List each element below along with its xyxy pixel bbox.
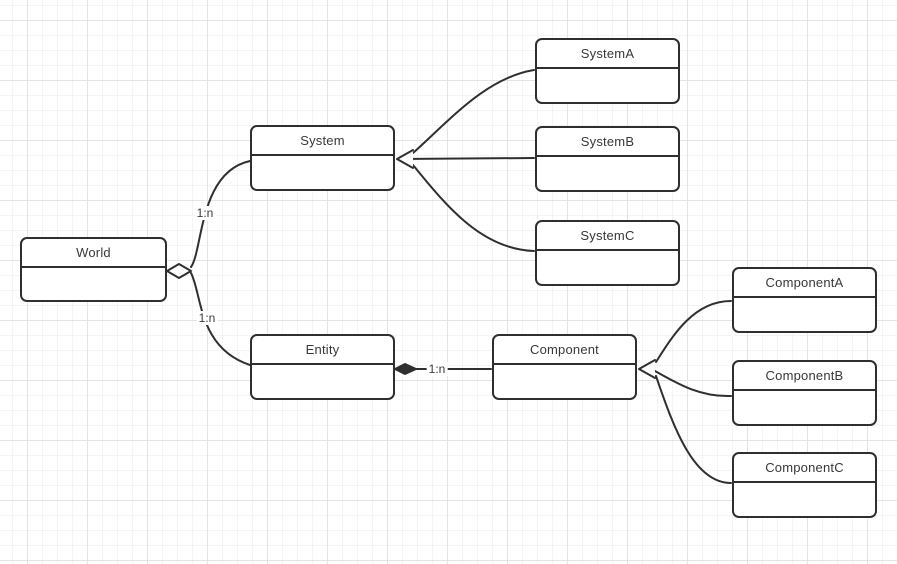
node-entity-label: Entity	[252, 336, 393, 365]
node-system-label: System	[252, 127, 393, 156]
edge-label-world-entity[interactable]: 1:n	[196, 311, 218, 325]
node-system[interactable]: System	[250, 125, 395, 191]
node-systemC[interactable]: SystemC	[535, 220, 680, 286]
edge-systemB-system[interactable]	[398, 157, 535, 160]
node-systemA-label: SystemA	[537, 40, 678, 69]
node-component-body	[494, 365, 635, 400]
node-componentB-body	[734, 391, 875, 426]
node-component[interactable]: Component	[492, 334, 637, 400]
node-componentC-label: ComponentC	[734, 454, 875, 483]
node-systemC-body	[537, 251, 678, 286]
aggregation-diamond-icon	[166, 263, 192, 279]
node-systemB-label: SystemB	[537, 128, 678, 157]
edge-componentB-component[interactable]	[654, 370, 732, 398]
node-world[interactable]: World	[20, 237, 167, 302]
node-componentB[interactable]: ComponentB	[732, 360, 877, 426]
node-system-body	[252, 156, 393, 191]
edge-componentA-component[interactable]	[655, 300, 732, 363]
node-systemB[interactable]: SystemB	[535, 126, 680, 192]
edge-label-world-system[interactable]: 1:n	[194, 206, 216, 220]
node-componentA-body	[734, 298, 875, 333]
inheritance-arrow-icon	[638, 359, 656, 379]
node-world-label: World	[22, 239, 165, 268]
node-world-body	[22, 268, 165, 303]
edge-systemA-system[interactable]	[412, 69, 535, 154]
node-entity[interactable]: Entity	[250, 334, 395, 400]
composition-diamond-icon	[394, 363, 417, 375]
node-systemA[interactable]: SystemA	[535, 38, 680, 104]
node-componentB-label: ComponentB	[734, 362, 875, 391]
edge-componentC-component[interactable]	[655, 375, 732, 484]
node-systemC-label: SystemC	[537, 222, 678, 251]
inheritance-arrow-icon	[396, 149, 414, 169]
node-componentC-body	[734, 483, 875, 518]
edge-systemC-system[interactable]	[412, 164, 535, 252]
node-componentA[interactable]: ComponentA	[732, 267, 877, 333]
edge-label-entity-component[interactable]: 1:n	[426, 362, 448, 376]
node-systemB-body	[537, 157, 678, 192]
node-entity-body	[252, 365, 393, 400]
node-component-label: Component	[494, 336, 635, 365]
node-componentC[interactable]: ComponentC	[732, 452, 877, 518]
node-componentA-label: ComponentA	[734, 269, 875, 298]
node-systemA-body	[537, 69, 678, 104]
